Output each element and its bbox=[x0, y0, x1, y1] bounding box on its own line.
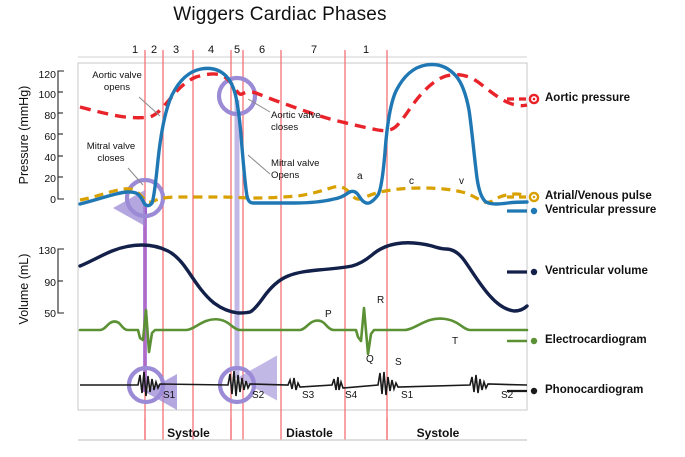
series-ventricular-pressure bbox=[78, 62, 529, 208]
phase-number-4: 4 bbox=[207, 44, 215, 56]
annotation-line-1: Mitral valve bbox=[86, 141, 136, 152]
legend-label-ventricular-volume: Ventricular volume bbox=[545, 265, 648, 277]
series-ventricular-volume bbox=[78, 241, 529, 315]
atrial-wave-label-a: a bbox=[357, 171, 363, 182]
cycle-phase-systole-1: Systole bbox=[167, 426, 210, 440]
heart-sound-label-s4: S4 bbox=[345, 390, 358, 401]
legend-label-phonocardiogram: Phonocardiogram bbox=[545, 384, 644, 396]
atrial-wave-label-v: v bbox=[459, 176, 464, 187]
ecg-wave-label-s: S bbox=[395, 357, 402, 368]
page-title: Wiggers Cardiac Phases bbox=[173, 4, 387, 25]
phase-number-2: 2 bbox=[150, 44, 158, 56]
pressure-axis-bracket bbox=[57, 70, 64, 200]
ecg-wave-label-q: Q bbox=[366, 354, 374, 365]
series-phonocardiogram bbox=[80, 370, 528, 397]
annotation-line-2: Opens bbox=[271, 169, 300, 181]
volume-tick-50: 50 bbox=[44, 308, 56, 320]
heart-sound-label-s1: S1 bbox=[163, 390, 176, 401]
phase-divider-lines bbox=[144, 50, 388, 440]
annotation-aortic-valve-closes: Aortic valve closes bbox=[271, 110, 355, 133]
phase-number-3: 3 bbox=[172, 44, 180, 56]
ecg-wave-label-t: T bbox=[452, 336, 459, 347]
ecg-wave-label-r: R bbox=[377, 295, 385, 306]
pressure-tick-20: 20 bbox=[44, 173, 56, 185]
pressure-tick-40: 40 bbox=[44, 152, 56, 164]
annotation-line-2: closes bbox=[271, 121, 299, 133]
legend-swatches bbox=[507, 93, 540, 395]
legend-label-electrocardiogram: Electrocardiogram bbox=[545, 334, 647, 346]
pressure-tick-120: 120 bbox=[38, 69, 56, 81]
cycle-phase-systole-2: Systole bbox=[416, 426, 460, 440]
plot-frame bbox=[77, 62, 528, 411]
pressure-tick-80: 80 bbox=[44, 110, 56, 122]
annotation-aortic-valve-opens: Aortic valve opens bbox=[76, 70, 158, 93]
annotation-line-1: Mitral valve bbox=[271, 158, 320, 169]
legend-label-aortic-pressure: Aortic pressure bbox=[545, 92, 631, 104]
phase-number-1: 1 bbox=[131, 44, 139, 56]
phase-number-6: 6 bbox=[258, 44, 266, 56]
highlight-circle-mitral-close bbox=[124, 177, 166, 219]
annotation-mitral-valve-opens: Mitral valve Opens bbox=[271, 158, 355, 181]
volume-tick-90: 90 bbox=[44, 277, 56, 289]
legend-label-ventricular-pressure: Ventricular pressure bbox=[545, 204, 657, 216]
pressure-tick-0: 0 bbox=[50, 194, 56, 206]
annotation-leader-lines bbox=[127, 96, 271, 186]
cycle-phase-bar bbox=[78, 418, 527, 441]
annotation-line-1: Aortic valve bbox=[271, 110, 321, 121]
heart-sound-label-s3: S3 bbox=[302, 390, 315, 401]
series-electrocardiogram bbox=[78, 306, 529, 356]
series-atrial-venous-pulse bbox=[79, 185, 528, 204]
heart-sound-label-s2: S2 bbox=[252, 390, 265, 401]
cycle-phase-diastole: Diastole bbox=[286, 426, 333, 440]
volume-tick-130: 130 bbox=[38, 245, 56, 257]
annotation-line-2: closes bbox=[97, 152, 125, 164]
annotation-line-1: Aortic valve bbox=[92, 70, 142, 81]
heart-sound-label-s1-2: S1 bbox=[401, 390, 414, 401]
phase-number-8: 1 bbox=[362, 44, 370, 56]
pressure-tick-60: 60 bbox=[44, 131, 56, 143]
phase-number-7: 7 bbox=[310, 44, 318, 56]
phase-number-5: 5 bbox=[233, 44, 241, 56]
atrial-wave-label-c: c bbox=[409, 176, 414, 187]
heart-sound-label-s2-2: S2 bbox=[501, 390, 514, 401]
ecg-wave-label-p: P bbox=[325, 309, 332, 320]
pressure-tick-100: 100 bbox=[38, 89, 56, 101]
highlight-circle-aortic-close bbox=[216, 75, 258, 117]
legend-label-atrial-venous-pulse: Atrial/Venous pulse bbox=[545, 190, 652, 202]
annotation-mitral-valve-closes: Mitral valve closes bbox=[70, 141, 152, 164]
annotation-line-2: opens bbox=[103, 81, 131, 93]
